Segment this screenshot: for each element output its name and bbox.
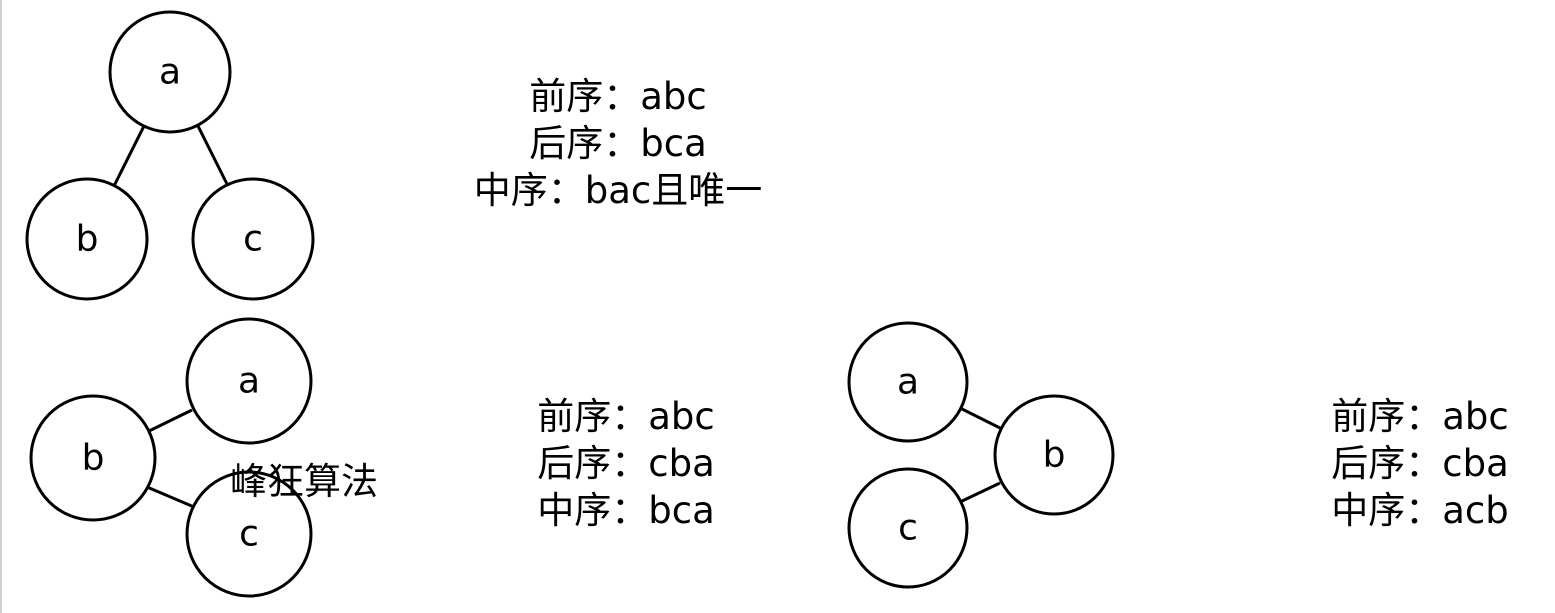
tree1-node-b: b bbox=[25, 177, 149, 301]
tree-1: a b c bbox=[25, 10, 315, 301]
tree1-node-a: a bbox=[108, 10, 232, 134]
tree-3: a b c bbox=[847, 321, 1115, 589]
node-label: a bbox=[897, 362, 919, 403]
preorder-text: 前序：abc bbox=[529, 75, 707, 118]
tree-1-traversals: 前序：abc 后序：bca 中序：bac且唯一 bbox=[474, 75, 763, 212]
node-label: b bbox=[76, 219, 99, 260]
inorder-text: 中序：bca bbox=[537, 489, 715, 532]
tree2-node-c: c bbox=[185, 470, 313, 598]
tree2-node-a: a bbox=[185, 317, 313, 445]
postorder-text: 后序：cba bbox=[1331, 442, 1509, 485]
tree3-node-c: c bbox=[847, 467, 969, 589]
node-label: c bbox=[239, 514, 259, 555]
tree-2-traversals: 前序：abc 后序：cba 中序：bca bbox=[537, 395, 715, 532]
node-label: a bbox=[238, 361, 260, 402]
edge-a-b bbox=[959, 406, 1001, 430]
edge-a-c bbox=[193, 119, 232, 191]
node-label: c bbox=[898, 508, 918, 549]
node-label: b bbox=[82, 438, 105, 479]
tree1-node-c: c bbox=[191, 177, 315, 301]
node-label: a bbox=[159, 52, 181, 93]
tree-3-traversals: 前序：abc 后序：cba 中序：acb bbox=[1331, 395, 1509, 532]
tree3-node-b: b bbox=[993, 394, 1115, 516]
inorder-text: 中序：bac且唯一 bbox=[474, 169, 763, 212]
tree-2: a b c bbox=[29, 317, 313, 598]
edge-c-b bbox=[959, 481, 1001, 504]
postorder-text: 后序：bca bbox=[529, 122, 707, 165]
watermark-text: 峰狂算法 bbox=[230, 460, 378, 503]
postorder-text: 后序：cba bbox=[537, 442, 715, 485]
inorder-text: 中序：acb bbox=[1331, 489, 1509, 532]
edge-a-b bbox=[109, 121, 148, 193]
preorder-text: 前序：abc bbox=[537, 395, 715, 438]
tree2-node-b: b bbox=[29, 394, 157, 522]
edge-b-a bbox=[146, 408, 193, 434]
node-label: b bbox=[1043, 435, 1066, 476]
preorder-text: 前序：abc bbox=[1331, 395, 1509, 438]
edge-b-c bbox=[146, 485, 195, 509]
tree3-node-a: a bbox=[847, 321, 969, 443]
node-label: c bbox=[243, 219, 263, 260]
